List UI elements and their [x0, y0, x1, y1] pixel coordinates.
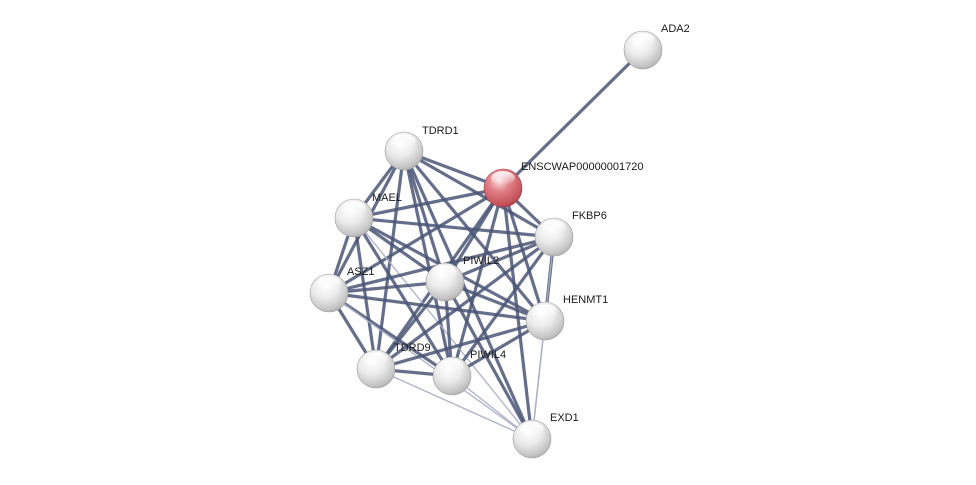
node-fkbp6[interactable]: FKBP6 — [534, 210, 607, 257]
node-highlight — [364, 352, 388, 366]
edge-mael-fkbp6[interactable] — [352, 216, 556, 239]
edge-mael-exd1[interactable] — [353, 217, 533, 440]
edge-enscwap00000001720-exd1[interactable] — [501, 186, 534, 441]
edge-piwil4-fkbp6[interactable] — [450, 235, 556, 378]
edge-tdrd1-tdrd9[interactable] — [374, 149, 406, 371]
node-highlight — [392, 134, 416, 148]
node-label: MAEL — [372, 192, 402, 204]
edge-enscwap00000001720-asz1[interactable] — [327, 186, 505, 295]
node-tdrd1[interactable]: TDRD1 — [384, 125, 459, 171]
node-highlight — [433, 265, 457, 279]
node-highlight — [520, 422, 544, 436]
edge-tdrd1-henmt1[interactable] — [402, 149, 547, 323]
edge-tdrd9-fkbp6[interactable] — [374, 235, 556, 371]
node-asz1[interactable]: ASZ1 — [309, 266, 375, 313]
edge-mael-tdrd9[interactable] — [352, 216, 378, 371]
node-label: FKBP6 — [572, 210, 607, 222]
node-label: ENSCWAP00000001720 — [521, 161, 644, 173]
node-mael[interactable]: MAEL — [334, 192, 402, 238]
node-highlight — [440, 359, 464, 373]
edges-layer — [327, 48, 645, 441]
node-ada2[interactable]: ADA2 — [623, 23, 690, 70]
node-label: EXD1 — [550, 412, 579, 424]
edge-tdrd1-piwil4[interactable] — [402, 149, 454, 378]
edge-asz1-henmt1[interactable] — [327, 291, 547, 323]
node-label: PIWIL2 — [463, 255, 499, 267]
node-enscwap00000001720[interactable]: ENSCWAP00000001720 — [483, 161, 644, 208]
edge-tdrd9-exd1[interactable] — [375, 368, 533, 440]
edge-tdrd1-exd1[interactable] — [402, 149, 534, 441]
node-label: HENMT1 — [563, 294, 608, 306]
node-label: PIWIL4 — [470, 349, 506, 361]
edge-tdrd9-henmt1[interactable] — [374, 319, 547, 371]
node-piwil2[interactable]: PIWIL2 — [425, 255, 499, 302]
node-label: TDRD1 — [422, 125, 459, 137]
edge-enscwap00000001720-ada2[interactable] — [501, 48, 645, 190]
edge-asz1-exd1[interactable] — [328, 292, 533, 440]
node-label: ASZ1 — [347, 266, 375, 278]
edge-asz1-piwil4[interactable] — [327, 291, 454, 378]
node-highlight — [317, 276, 341, 290]
node-highlight — [491, 171, 515, 185]
edge-tdrd1-fkbp6[interactable] — [402, 149, 556, 239]
node-highlight — [533, 304, 557, 318]
node-label: TDRD9 — [394, 342, 431, 354]
node-highlight — [631, 33, 655, 47]
node-highlight — [542, 220, 566, 234]
edge-asz1-piwil2[interactable] — [327, 280, 447, 295]
edge-piwil2-fkbp6[interactable] — [443, 235, 556, 284]
edge-mael-piwil4[interactable] — [352, 216, 454, 378]
node-exd1[interactable]: EXD1 — [512, 412, 579, 459]
node-label: ADA2 — [661, 23, 690, 35]
node-henmt1[interactable]: HENMT1 — [525, 294, 608, 341]
edge-tdrd1-piwil2[interactable] — [402, 149, 447, 284]
node-tdrd9[interactable]: TDRD9 — [356, 342, 431, 389]
node-highlight — [342, 201, 366, 215]
node-piwil4[interactable]: PIWIL4 — [432, 349, 506, 396]
